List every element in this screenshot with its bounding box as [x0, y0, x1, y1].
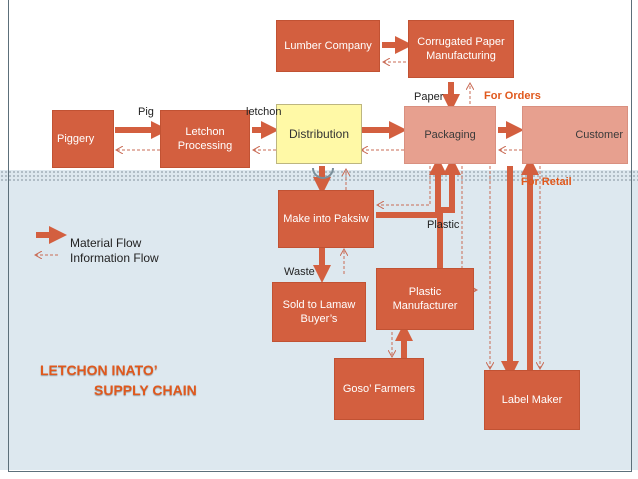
info-arrow-packaging-paksiw [378, 166, 431, 205]
material-arrow-paksiw-packaging [376, 157, 447, 218]
corrugated-paper-box: Corrugated Paper Manufacturing [408, 20, 514, 78]
edge-label-plastic: Plastic [427, 219, 460, 231]
plastic-manufacturer-label: Plastic Manufacturer [392, 286, 458, 312]
goso-farmers-box: Goso’ Farmers [334, 358, 424, 420]
sold-to-lamaw-box: Sold to Lamaw Buyer’s [272, 282, 366, 342]
distribution-label: Distribution [288, 127, 350, 141]
packaging-label: Packaging [424, 129, 476, 141]
edge-label-waste: Waste [284, 266, 315, 278]
title-line-1: LETCHON INATO’ [40, 362, 158, 378]
piggery-box: Piggery [52, 110, 114, 168]
edge-label-for-orders: For Orders [484, 90, 541, 102]
legend-material-flow: Material Flow [70, 236, 142, 250]
legend-information-flow: Information Flow [70, 251, 159, 265]
distribution-box: Distribution [276, 104, 362, 164]
customer-box: Customer [522, 106, 628, 164]
customer-label: Customer [575, 129, 623, 141]
edge-label-pig: Pig [138, 106, 154, 118]
goso-farmers-label: Goso’ Farmers [342, 383, 416, 395]
lumber-company-label: Lumber Company [284, 40, 372, 52]
letchon-processing-box: Letchon Processing [160, 110, 250, 168]
packaging-box: Packaging [404, 106, 496, 164]
sold-to-lamaw-label: Sold to Lamaw Buyer’s [282, 299, 356, 325]
letchon-processing-label: Letchon Processing [177, 126, 233, 152]
info-arrow-packaging-plastic [461, 166, 476, 290]
piggery-label: Piggery [57, 133, 95, 145]
edge-label-letchon: letchon [246, 106, 282, 118]
title-line-2: SUPPLY CHAIN [94, 382, 197, 398]
plastic-manufacturer-box: Plastic Manufacturer [376, 268, 474, 330]
label-maker-box: Label Maker [484, 370, 580, 430]
make-into-paksiw-box: Make into Paksiw [278, 190, 374, 248]
material-arrow-plastic-packaging [437, 157, 461, 268]
distribution-loop-arrow [312, 167, 334, 179]
edge-label-paper: Paper [414, 91, 444, 103]
lumber-company-box: Lumber Company [276, 20, 380, 72]
slide-frame [8, 0, 632, 472]
edge-label-for-retail: For Retail [521, 176, 572, 188]
label-maker-label: Label Maker [501, 394, 563, 406]
corrugated-paper-label: Corrugated Paper Manufacturing [417, 36, 505, 62]
make-into-paksiw-label: Make into Paksiw [283, 213, 369, 225]
